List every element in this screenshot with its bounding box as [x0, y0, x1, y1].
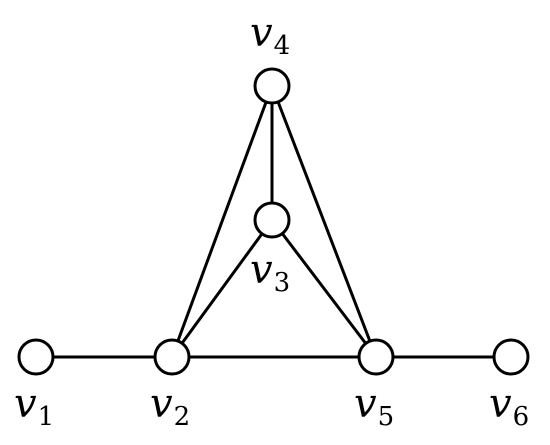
- node-label-letter: v: [354, 381, 377, 427]
- node-label-subscript: 6: [513, 402, 530, 432]
- edge-v2-v4: [170, 85, 274, 358]
- edge-v4-v5: [270, 85, 378, 358]
- node-label-subscript: 4: [274, 31, 291, 61]
- node-v5: [357, 338, 395, 376]
- node-label-v2: v2: [150, 381, 190, 432]
- node-label-v5: v5: [354, 381, 394, 432]
- node-label-letter: v: [250, 247, 273, 293]
- node-v6: [492, 338, 530, 376]
- edge-v3-v5: [270, 219, 378, 358]
- node-label-subscript: 1: [38, 402, 55, 432]
- node-label-subscript: 2: [174, 402, 191, 432]
- node-label-subscript: 5: [378, 402, 395, 432]
- node-label-letter: v: [489, 381, 512, 427]
- node-label-v6: v6: [489, 381, 529, 432]
- node-label-v3: v3: [250, 247, 290, 298]
- node-v2: [153, 338, 191, 376]
- node-v3: [253, 201, 291, 239]
- edge-v2-v3: [170, 219, 274, 358]
- node-label-letter: v: [250, 10, 273, 56]
- node-v1: [17, 338, 55, 376]
- edges-group: [36, 85, 511, 359]
- nodes-group: [17, 67, 530, 376]
- node-label-v1: v1: [14, 381, 54, 432]
- node-label-letter: v: [14, 381, 37, 427]
- node-label-letter: v: [150, 381, 173, 427]
- node-label-v4: v4: [250, 10, 290, 61]
- node-label-subscript: 3: [274, 268, 291, 298]
- node-v4: [253, 67, 291, 105]
